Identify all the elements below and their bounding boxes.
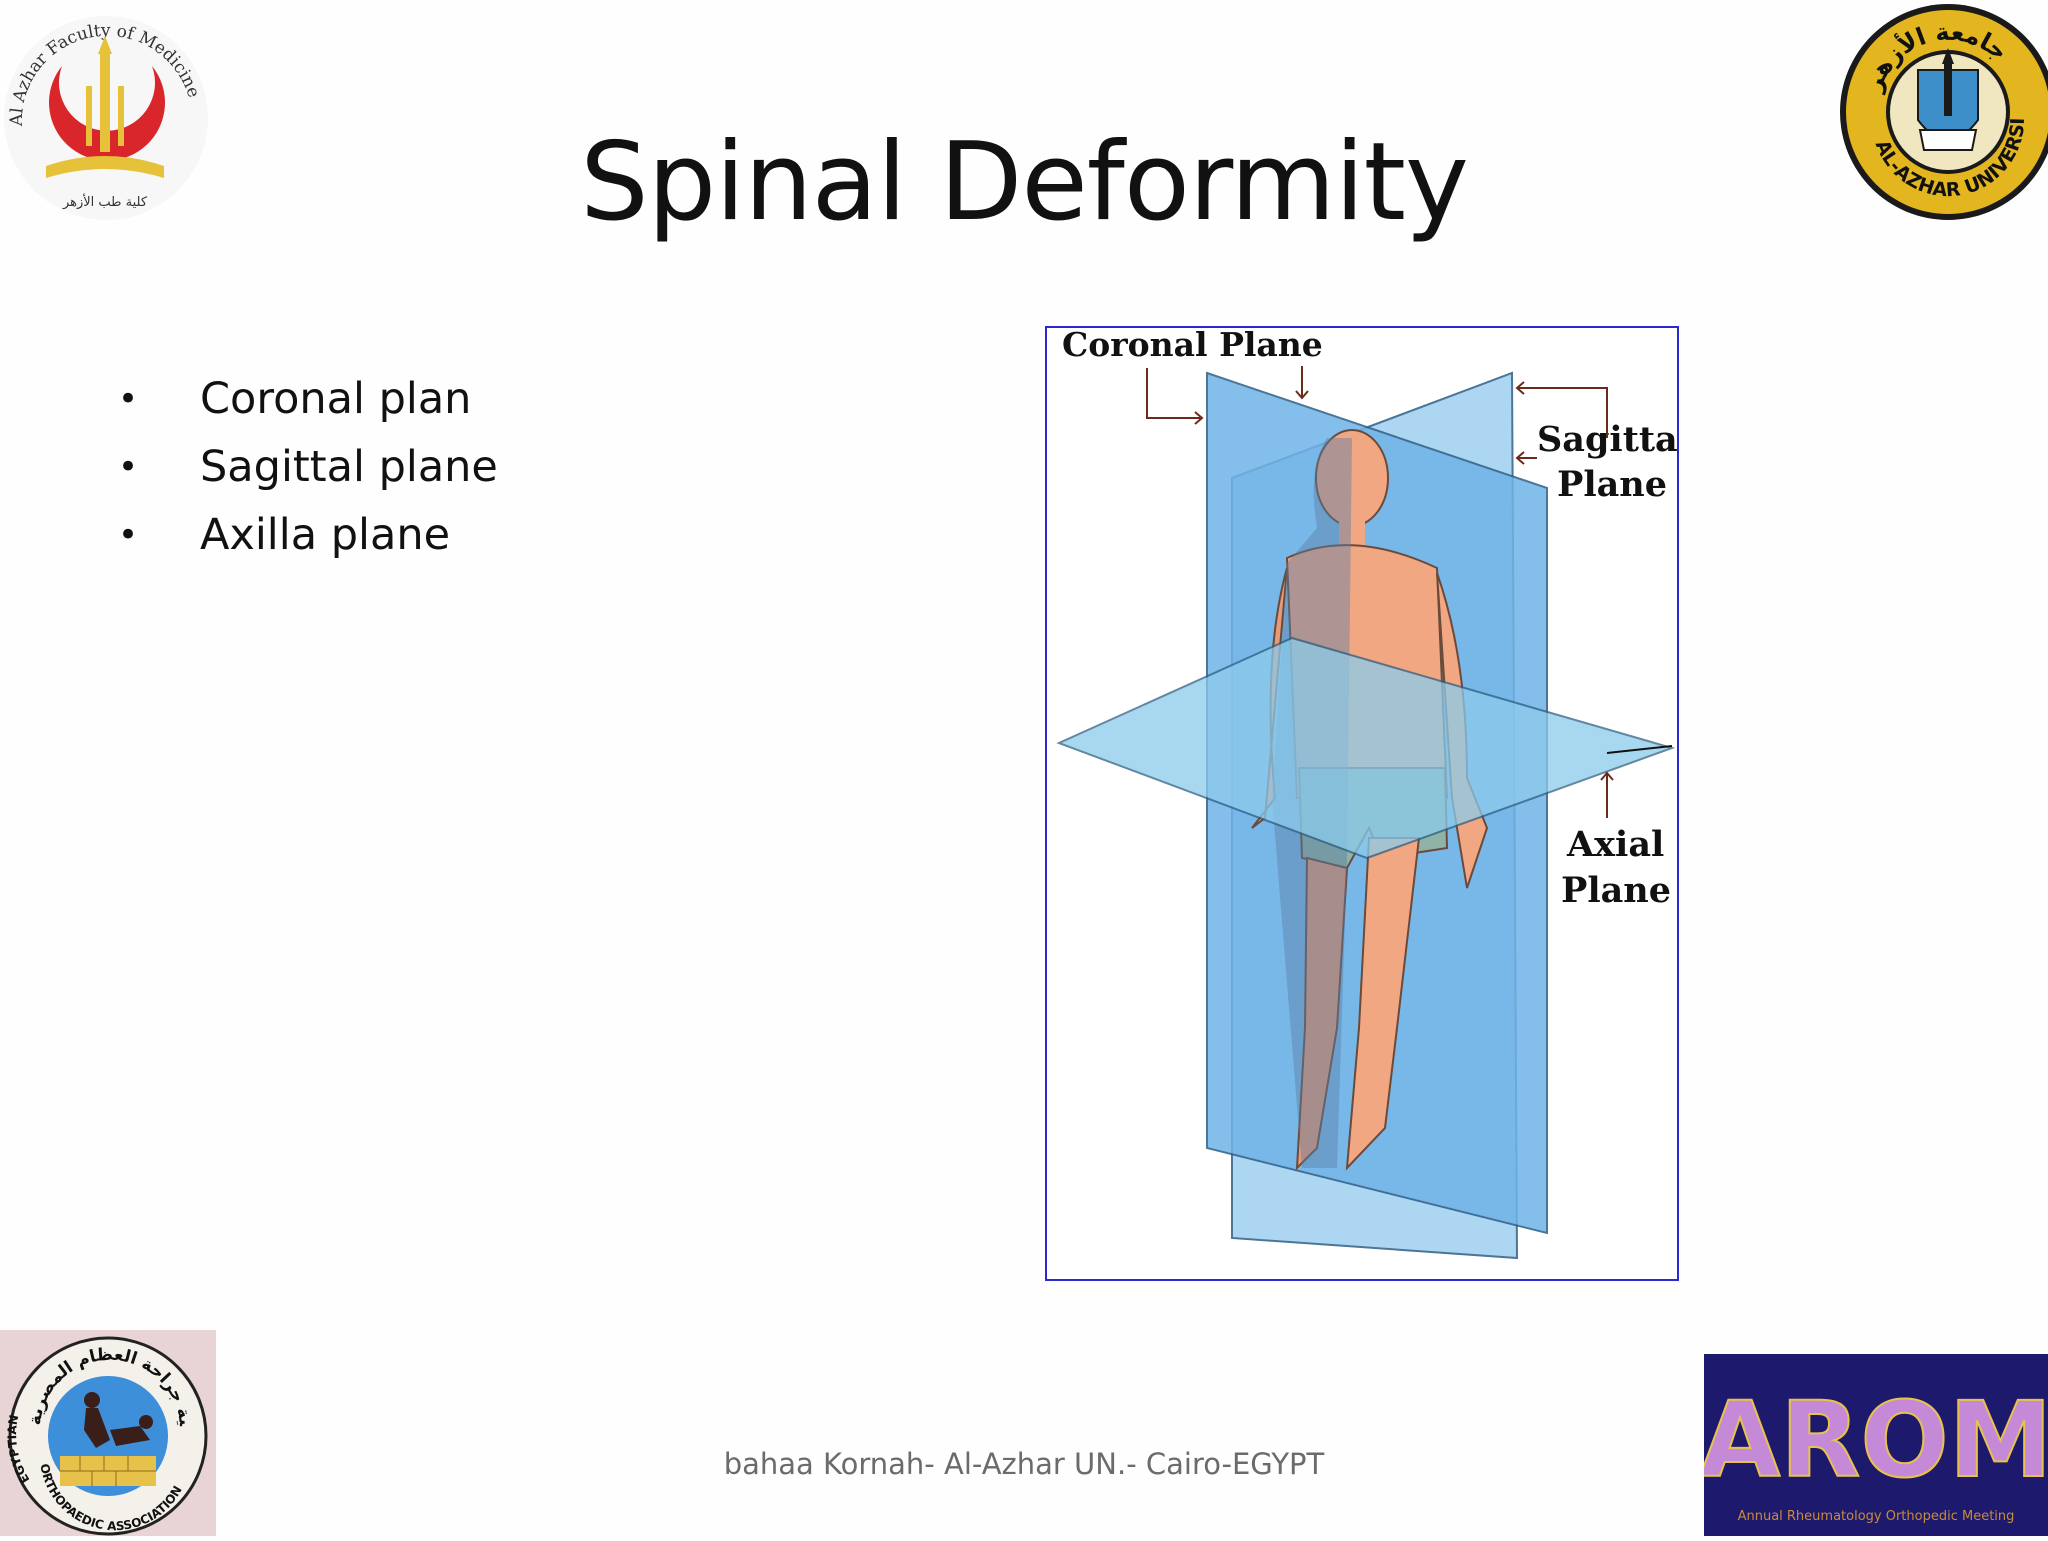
leader-arrows <box>1146 366 1614 818</box>
bullet-symbol: • <box>118 379 139 419</box>
list-item: • Sagittal plane <box>118 433 498 501</box>
anatomical-planes-figure: Coronal Plane Sagittal Plane Axial Plane <box>1045 326 1679 1281</box>
egyptian-orthopaedic-association-logo: جمعية جراحة العظام المصرية EGYPTIAN ORTH… <box>0 1315 216 1536</box>
bullet-symbol: • <box>118 515 139 555</box>
bullet-text: Sagittal plane <box>200 442 498 492</box>
bullet-text: Coronal plan <box>200 374 472 424</box>
list-item: • Axilla plane <box>118 501 498 569</box>
anatomical-planes-illustration: Coronal Plane Sagittal Plane Axial Plane <box>1056 328 1677 1260</box>
bullet-list: • Coronal plan • Sagittal plane • Axilla… <box>118 365 498 569</box>
bullet-symbol: • <box>118 447 139 487</box>
arom-word: AROM <box>1704 1379 2048 1501</box>
coronal-plane-label: Coronal Plane <box>1062 328 1323 364</box>
slide-title: Spinal Deformity <box>580 120 1469 245</box>
list-item: • Coronal plan <box>118 365 498 433</box>
arom-logo: AROM Annual Rheumatology Orthopedic Meet… <box>1699 1354 2048 1536</box>
al-azhar-university-logo: جامعة الأزهر AL-AZHAR UNIVERSITY <box>1830 0 2048 226</box>
axial-plane-label-line2: Plane <box>1561 870 1671 911</box>
bullet-text: Axilla plane <box>200 510 451 560</box>
faculty-of-medicine-logo: Al Azhar Faculty of Medicine كلية طب الأ… <box>2 6 208 232</box>
sagittal-plane-label-line2: Plane <box>1557 464 1667 505</box>
arom-subtitle: Annual Rheumatology Orthopedic Meeting <box>1738 1509 2015 1524</box>
axial-plane-label-line1: Axial <box>1566 824 1664 865</box>
logo-bottom-text: كلية طب الأزهر <box>62 193 148 210</box>
footer-credit: bahaa Kornah- Al-Azhar UN.- Cairo-EGYPT <box>723 1447 1325 1481</box>
